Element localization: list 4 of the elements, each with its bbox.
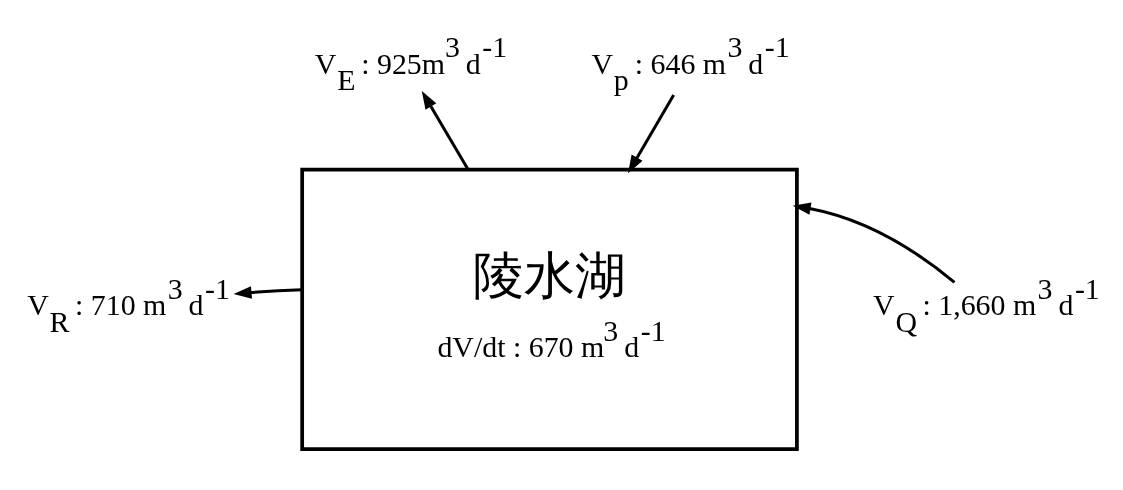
arrow: [421, 91, 470, 171]
arrow: [628, 94, 675, 174]
arrow: [792, 202, 956, 284]
arrow: [233, 286, 302, 299]
